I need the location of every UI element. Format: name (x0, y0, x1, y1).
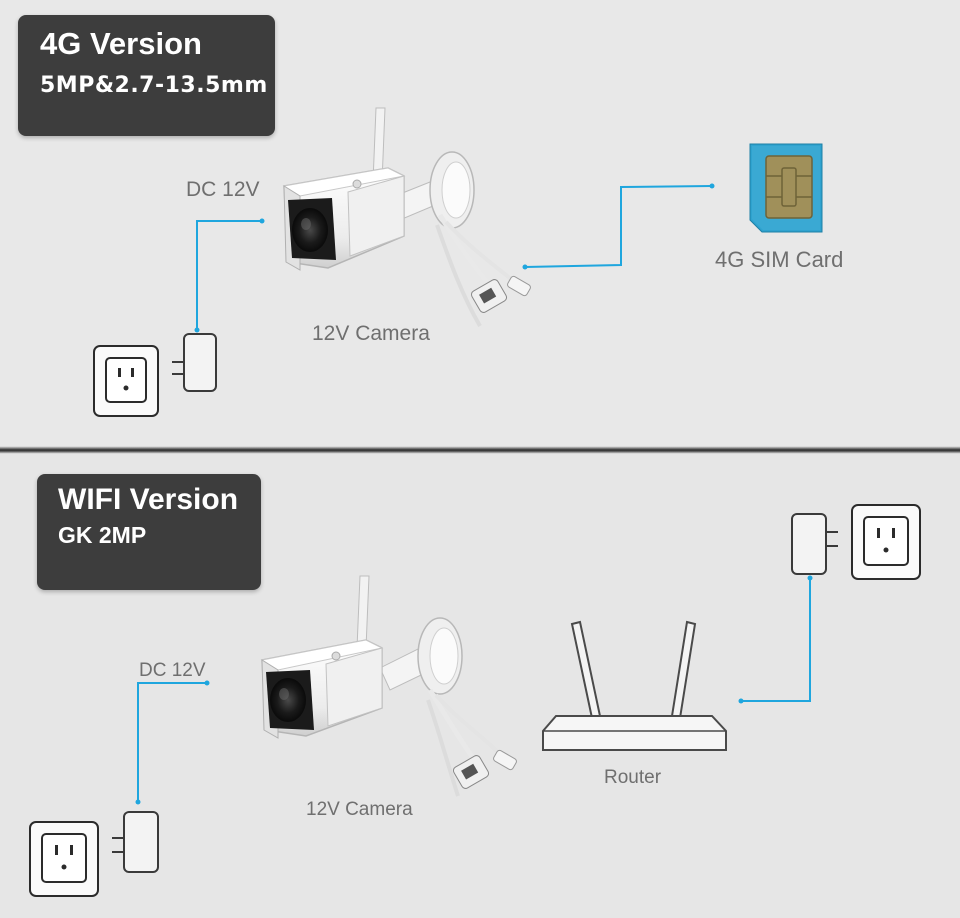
dc-label-4g: DC 12V (186, 178, 260, 201)
divider (0, 446, 960, 454)
dc-label-wifi: DC 12V (139, 660, 206, 681)
power-adapter-icon (172, 333, 217, 392)
subtitle-wifi: GK 2MP (58, 522, 147, 548)
camera-label-wifi: 12V Camera (306, 799, 413, 820)
cable-sim-4g (524, 185, 713, 268)
title-wifi: WIFI Version (58, 483, 239, 516)
subtitle-4g: 5MP&2.7-13.5mm (40, 73, 268, 98)
power-adapter-icon (112, 811, 159, 873)
power-adapter-icon (791, 513, 838, 575)
cable-router-wifi (741, 578, 811, 702)
title-box-4g: 4G Version 5MP&2.7-13.5mm (18, 15, 275, 136)
cable-dc-4g (196, 220, 262, 330)
router-label: Router (604, 767, 662, 788)
power-outlet-icon (93, 345, 159, 417)
camera-label-4g: 12V Camera (312, 322, 430, 345)
power-outlet-icon (29, 821, 99, 897)
title-box-wifi: WIFI Version GK 2MP (37, 474, 261, 590)
sim-label-4g: 4G SIM Card (715, 247, 844, 272)
router-icon (542, 620, 727, 751)
cable-dc-wifi (137, 682, 207, 802)
camera-icon (260, 575, 517, 797)
title-4g: 4G Version (40, 26, 202, 61)
sim-card-icon (749, 143, 823, 233)
camera-icon (282, 107, 531, 328)
power-outlet-icon (851, 504, 921, 580)
